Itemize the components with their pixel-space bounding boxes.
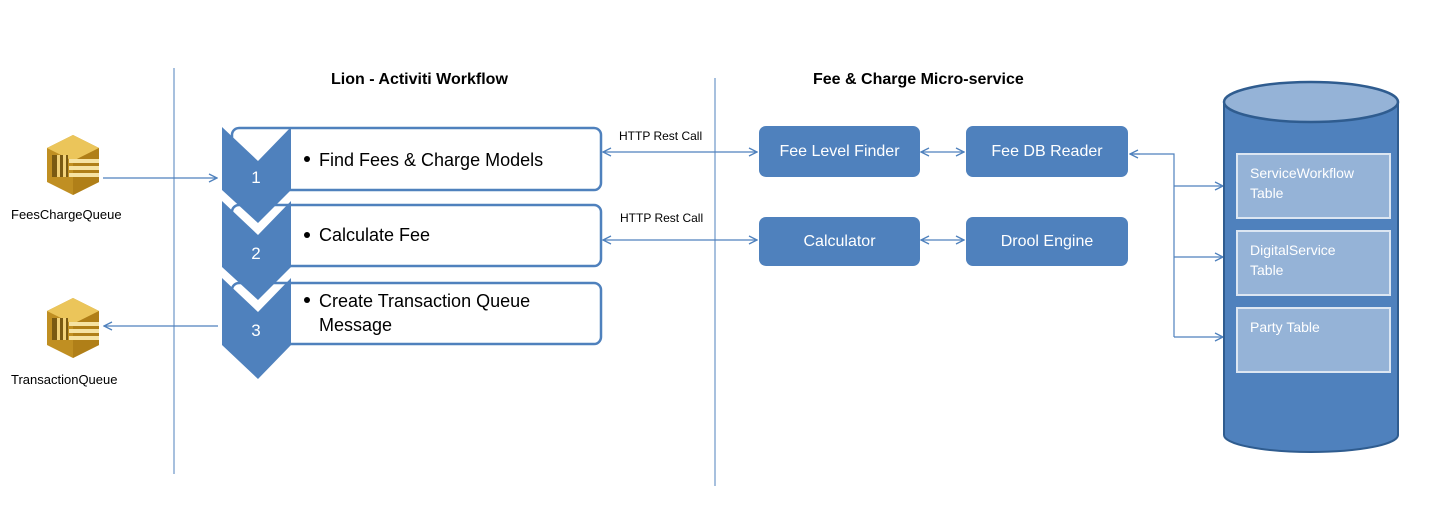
workflow-heading: Lion - Activiti Workflow bbox=[331, 71, 508, 88]
db-reader-connector bbox=[1130, 153, 1223, 337]
output-queue-label: TransactionQueue bbox=[11, 372, 118, 387]
service-workflow-table: ServiceWorkflow Table bbox=[1236, 153, 1391, 219]
rest-call-label-2: HTTP Rest Call bbox=[620, 211, 704, 225]
step-1-number: 1 bbox=[251, 168, 261, 187]
microservice-heading: Fee & Charge Micro-service bbox=[813, 71, 1024, 88]
digital-service-table: DigitalService Table bbox=[1236, 230, 1391, 296]
step-2-label: Calculate Fee bbox=[319, 225, 431, 245]
step-2-number: 2 bbox=[251, 244, 261, 263]
step-1-chevron bbox=[222, 127, 291, 223]
calculator-service: Calculator bbox=[759, 217, 920, 266]
step-1-label: Find Fees & Charge Models bbox=[319, 150, 544, 170]
fee-db-reader-service: Fee DB Reader bbox=[966, 126, 1128, 177]
sqs-queue-icon bbox=[47, 298, 99, 358]
drool-engine-service: Drool Engine bbox=[966, 217, 1128, 266]
bullet-dot bbox=[304, 232, 310, 238]
bullet-dot bbox=[304, 156, 310, 162]
step-3-number: 3 bbox=[251, 321, 261, 340]
rest-call-label-1: HTTP Rest Call bbox=[619, 129, 703, 143]
input-queue-label: FeesChargeQueue bbox=[11, 207, 122, 222]
step-3-label-line-2: Message bbox=[319, 315, 393, 335]
fee-level-finder-service: Fee Level Finder bbox=[759, 126, 920, 177]
step-3-label-line-1: Create Transaction Queue bbox=[319, 291, 531, 311]
step-2-chevron bbox=[222, 201, 291, 300]
sqs-queue-icon bbox=[47, 135, 99, 195]
party-table: Party Table bbox=[1236, 307, 1391, 373]
step-3-chevron bbox=[222, 278, 291, 379]
bullet-dot bbox=[304, 297, 310, 303]
